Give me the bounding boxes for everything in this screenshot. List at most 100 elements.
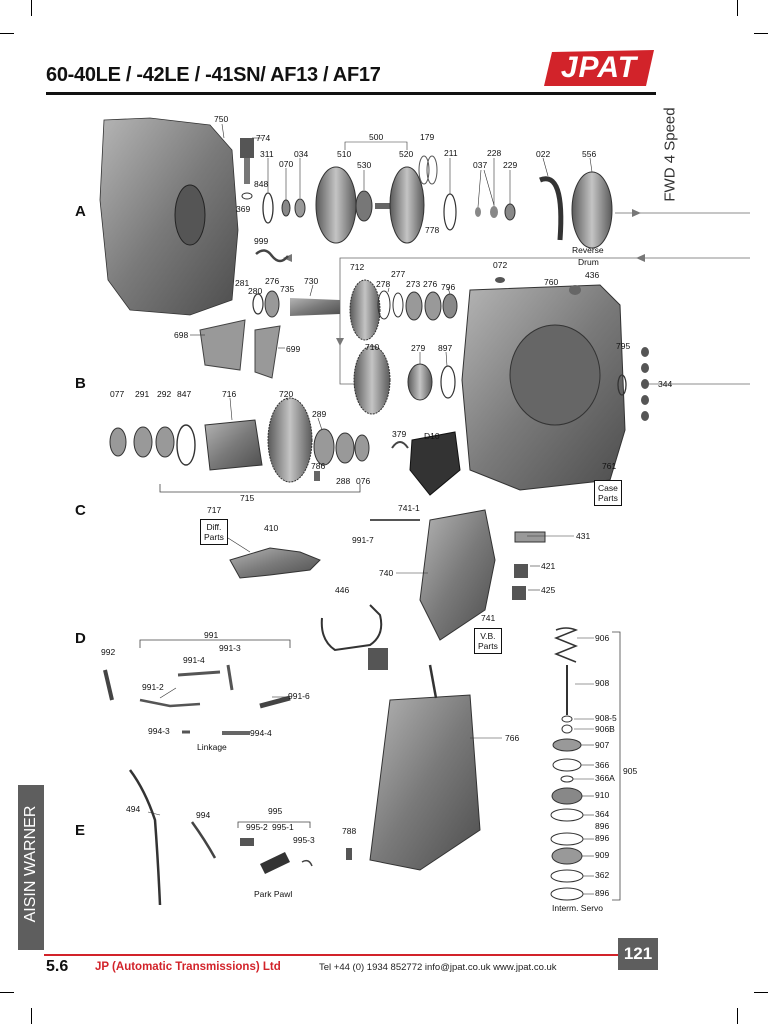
part-label-500: 500 [369,132,384,142]
part-label-715: 715 [240,493,255,503]
caption-drum: Drum [578,257,599,267]
part-label-991-2: 991-2 [142,682,164,692]
part-label-288: 288 [336,476,351,486]
part-label-710: 710 [365,342,380,352]
part-label-494: 494 [126,804,141,814]
part-label-735: 735 [280,284,295,294]
oil-pan [369,694,481,871]
row-letter-c: C [75,502,86,519]
part-label-716: 716 [222,389,237,399]
part-label-279: 279 [411,343,426,353]
crop-mark [31,1008,32,1024]
case-parts-line1: Case [598,483,618,493]
part-label-896b: 896 [595,833,610,843]
logo-text: JPAT [560,51,638,84]
part-label-774: 774 [256,133,271,143]
caption-reverse: Reverse [572,245,604,255]
diff-parts-line2: Parts [204,532,224,542]
part-label-994-4: 994-4 [250,728,272,738]
part-label-229: 229 [503,160,518,170]
part-label-d10: D10 [424,431,440,441]
part-label-280: 280 [248,286,263,296]
part-label-379: 379 [392,429,407,439]
part-label-908: 908 [595,678,610,688]
part-label-425: 425 [541,585,556,595]
part-label-992: 992 [101,647,116,657]
brand-side-text: AISIN WARNER [22,805,39,923]
part-label-896c: 896 [595,888,610,898]
part-label-905: 905 [623,766,638,776]
part-label-760: 760 [544,277,559,287]
page-number: 121 [618,938,658,970]
part-label-999: 999 [254,236,269,246]
part-label-717: 717 [207,505,222,515]
part-label-179: 179 [420,132,435,142]
part-label-991-6: 991-6 [288,691,310,701]
crop-mark [737,1008,738,1024]
part-label-995-3: 995-3 [293,835,315,845]
part-label-699: 699 [286,344,301,354]
caption-park-pawl: Park Pawl [254,889,293,899]
vb-parts-box[interactable]: V.B. Parts [474,628,502,654]
part-label-530: 530 [357,160,372,170]
part-label-211: 211 [444,148,458,158]
part-label-362: 362 [595,870,610,880]
row-letter-b: B [75,375,86,392]
diff-parts-line1: Diff. [206,522,222,532]
part-label-556: 556 [582,149,597,159]
part-label-278: 278 [376,279,391,289]
part-label-366a: 366A [595,773,615,783]
part-label-034: 034 [294,149,309,159]
part-label-909: 909 [595,850,610,860]
part-label-995-2: 995-2 [246,822,268,832]
part-label-311: 311 [260,149,274,159]
part-label-750: 750 [214,114,229,124]
crop-mark [0,33,14,34]
part-label-848: 848 [254,179,269,189]
section-number: 5.6 [46,958,69,975]
part-label-788: 788 [342,826,357,836]
part-label-022: 022 [536,149,551,159]
diff-parts-box[interactable]: Diff. Parts [200,519,228,545]
part-label-991-3: 991-3 [219,643,241,653]
contact-info: Tel +44 (0) 1934 852772 info@jpat.co.uk … [319,962,557,973]
crop-mark [31,0,32,16]
part-label-446: 446 [335,585,350,595]
part-label-366: 366 [595,760,610,770]
case-parts-box[interactable]: Case Parts [594,480,622,506]
part-label-995: 995 [268,806,283,816]
crop-mark [737,0,738,16]
part-label-291: 291 [135,389,150,399]
part-label-991-7: 991-7 [352,535,374,545]
vb-parts-line2: Parts [478,641,498,651]
part-label-778: 778 [425,225,440,235]
row-letter-d: D [75,630,86,647]
part-label-421: 421 [541,561,556,571]
part-label-289: 289 [312,409,327,419]
footer-rule [44,954,658,956]
part-label-906: 906 [595,633,610,643]
part-label-907: 907 [595,740,610,750]
crop-mark [754,992,768,993]
vb-parts-line1: V.B. [480,631,496,641]
part-label-906b: 906B [595,724,615,734]
jpat-logo: JPAT [540,48,658,88]
part-label-796: 796 [441,282,456,292]
crop-mark [754,33,768,34]
part-label-281: 281 [235,278,250,288]
part-label-431: 431 [576,531,591,541]
part-label-292: 292 [157,389,172,399]
part-label-076: 076 [356,476,371,486]
part-label-273: 273 [406,279,421,289]
part-label-896a: 896 [595,821,610,831]
case-parts-line2: Parts [598,493,618,503]
part-label-072: 072 [493,260,508,270]
valve-body [419,509,496,641]
converter-housing [99,117,239,316]
part-label-070: 070 [279,159,294,169]
part-label-847: 847 [177,389,192,399]
part-label-436: 436 [585,270,600,280]
part-label-795: 795 [616,341,631,351]
logo-shape [544,50,654,86]
part-label-276b: 276 [423,279,438,289]
